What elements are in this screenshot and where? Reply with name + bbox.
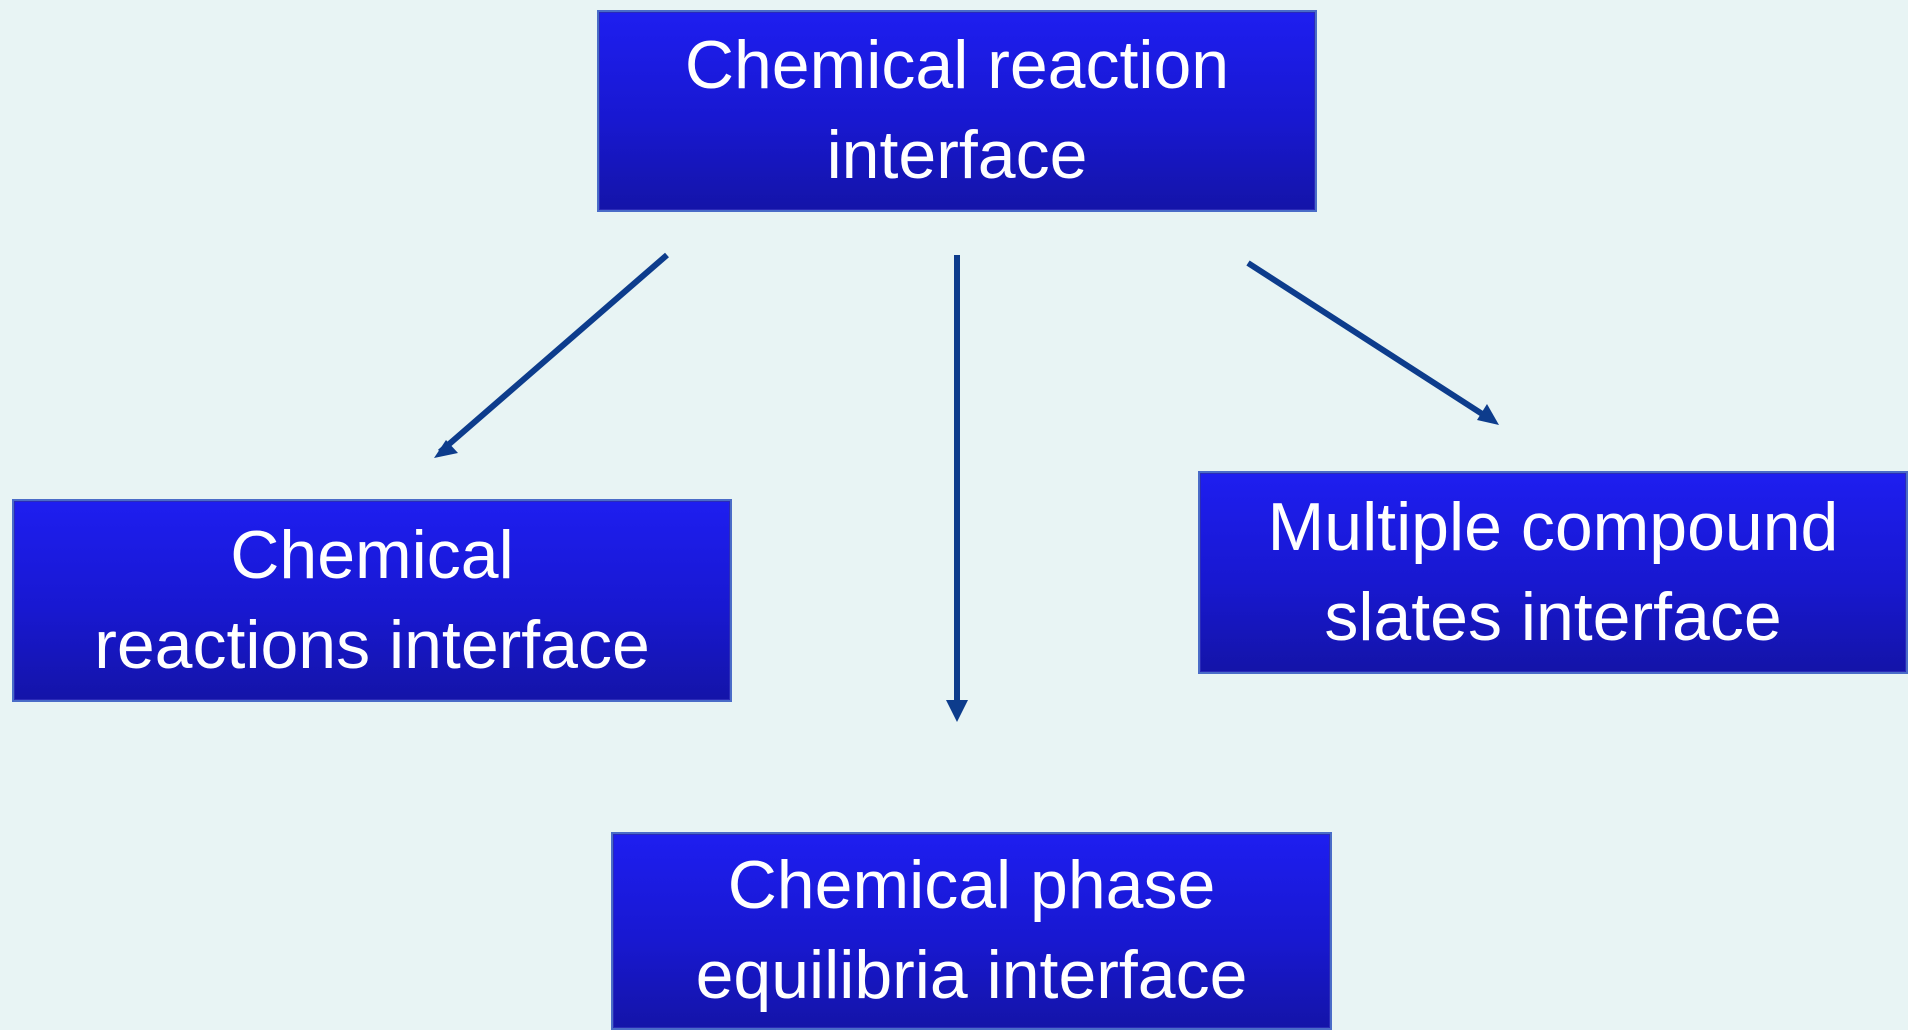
node-chemical-phase-equilibria-interface: Chemical phase equilibria interface: [611, 832, 1332, 1030]
node-label-line: Multiple compound: [1267, 488, 1839, 565]
node-label-line: Chemical: [230, 516, 514, 593]
node-label-line: Chemical phase: [727, 847, 1216, 924]
arrowhead-bottom: [946, 700, 968, 722]
node-label-line: interface: [826, 117, 1088, 193]
node-label-line: reactions interface: [94, 606, 650, 683]
node-chemical-reaction-interface: Chemical reaction interface: [597, 10, 1317, 212]
edge-top-to-right: [1246, 260, 1492, 422]
node-label-line: slates interface: [1324, 578, 1782, 655]
arrowhead-left: [434, 440, 458, 458]
node-multiple-compound-slates-interface: Multiple compound slates interface: [1198, 471, 1908, 674]
edge-top-to-left: [438, 252, 669, 455]
arrowhead-right: [1477, 404, 1499, 425]
node-chemical-reactions-interface: Chemical reactions interface: [12, 499, 732, 702]
node-label-line: Chemical reaction: [684, 27, 1230, 104]
node-label-line: equilibria interface: [695, 937, 1248, 1013]
